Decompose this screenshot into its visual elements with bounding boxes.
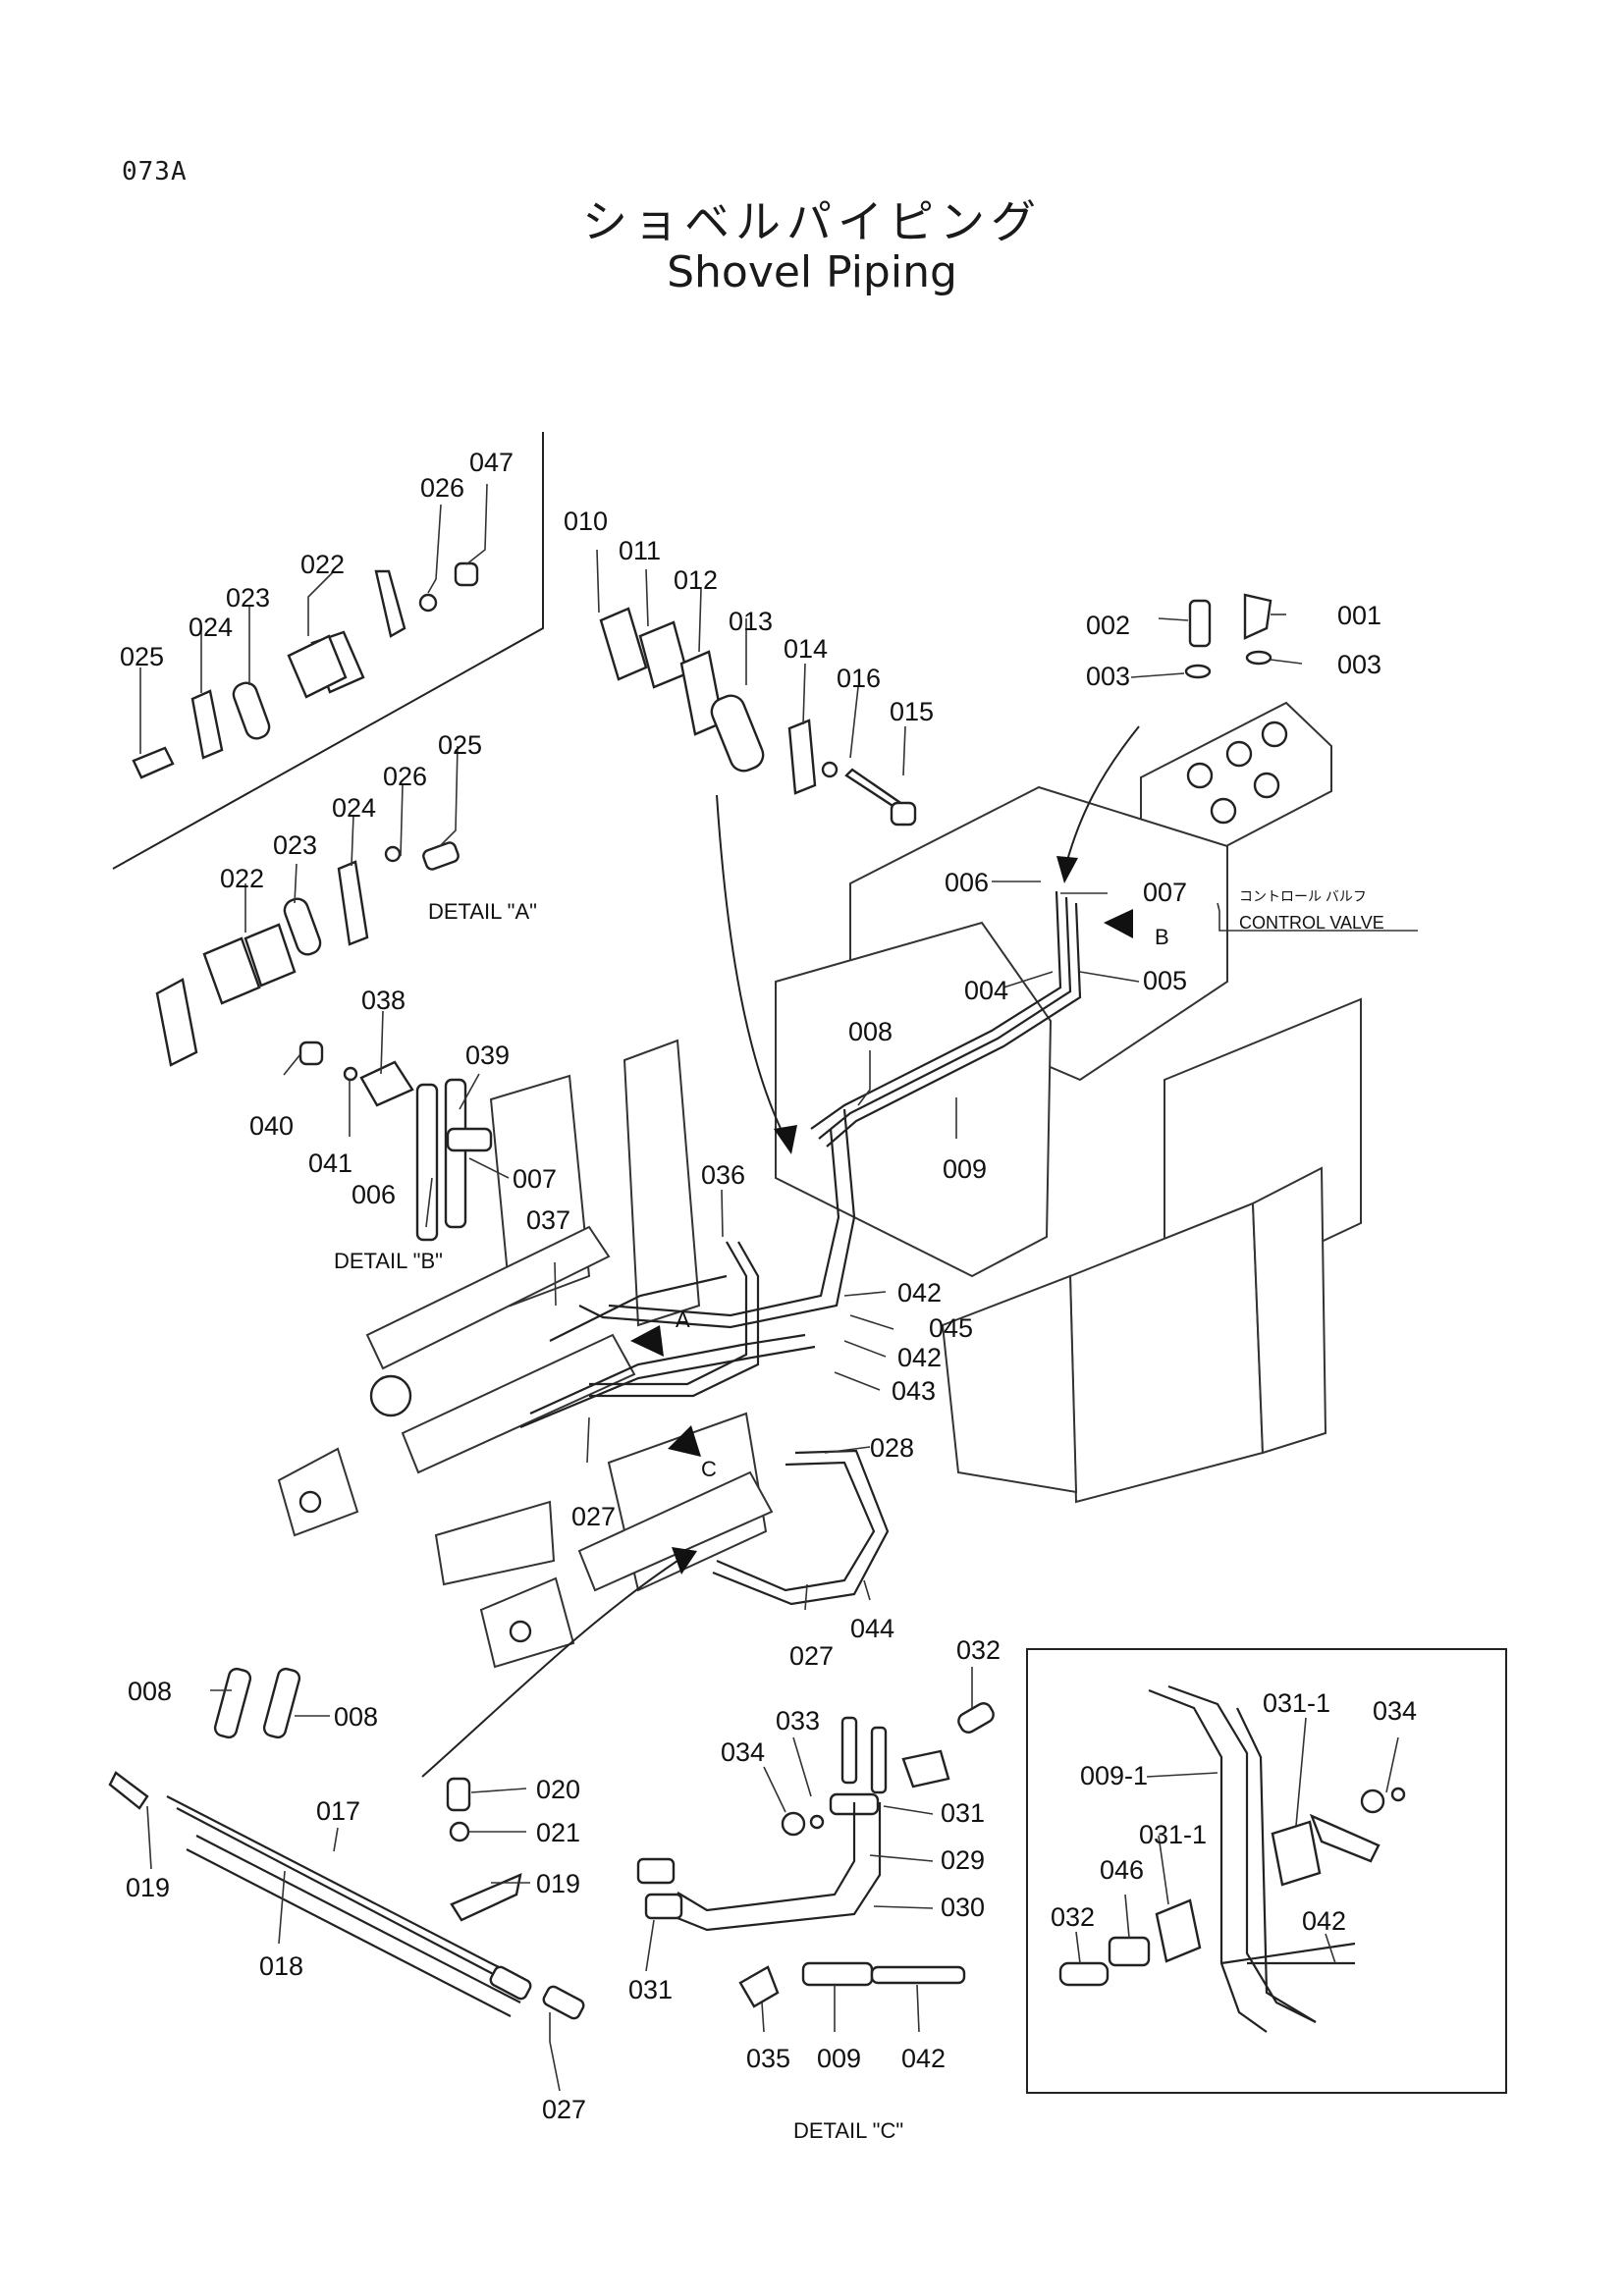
callout-034: 034 xyxy=(1373,1696,1417,1726)
callout-023: 023 xyxy=(273,830,317,860)
callout-009: 009 xyxy=(817,2044,861,2073)
callout-042: 042 xyxy=(897,1278,942,1308)
callout-034: 034 xyxy=(721,1737,765,1767)
captions: DETAIL "A" DETAIL "B" DETAIL "C" コントロール … xyxy=(334,888,1384,2143)
callout-022: 022 xyxy=(220,864,264,893)
callout-008: 008 xyxy=(334,1702,378,1732)
callout-027: 027 xyxy=(789,1641,834,1671)
view-marker-a: A xyxy=(676,1308,690,1332)
callout-027: 027 xyxy=(571,1502,616,1531)
callout-021: 021 xyxy=(536,1818,580,1847)
callout-031-1: 031-1 xyxy=(1139,1820,1207,1849)
callout-017: 017 xyxy=(316,1796,360,1826)
callout-031: 031 xyxy=(628,1975,673,2004)
page-code: 073A xyxy=(122,157,188,187)
caption-detail-b: DETAIL "B" xyxy=(334,1249,443,1273)
caption-detail-a: DETAIL "A" xyxy=(428,899,537,924)
view-marker-b: B xyxy=(1155,925,1169,949)
callout-016: 016 xyxy=(837,664,881,693)
callout-038: 038 xyxy=(361,986,406,1015)
callout-026: 026 xyxy=(420,473,464,503)
callout-036: 036 xyxy=(701,1160,745,1190)
callout-032: 032 xyxy=(956,1635,1001,1665)
callout-042: 042 xyxy=(901,2044,946,2073)
leader-lines xyxy=(139,483,1418,2092)
callout-012: 012 xyxy=(674,565,718,595)
callout-033: 033 xyxy=(776,1706,820,1735)
callout-015: 015 xyxy=(890,697,934,726)
callout-008: 008 xyxy=(848,1017,893,1046)
callout-024: 024 xyxy=(332,793,376,823)
caption-detail-c: DETAIL "C" xyxy=(793,2118,903,2143)
callout-045: 045 xyxy=(929,1313,973,1343)
callout-003: 003 xyxy=(1337,650,1381,679)
callout-014: 014 xyxy=(784,634,828,664)
callout-011: 011 xyxy=(619,536,661,565)
callout-044: 044 xyxy=(850,1614,894,1643)
callout-002: 002 xyxy=(1086,611,1130,640)
callout-030: 030 xyxy=(941,1893,985,1922)
callout-005: 005 xyxy=(1143,966,1187,995)
detail-b-parts xyxy=(298,1041,493,1242)
callout-043: 043 xyxy=(892,1376,936,1406)
callout-031: 031 xyxy=(941,1798,985,1828)
callout-042: 042 xyxy=(1302,1906,1346,1936)
detail-box-lower-right xyxy=(1026,1648,1507,2094)
callout-004: 004 xyxy=(964,976,1008,1005)
callout-025: 025 xyxy=(120,642,164,671)
callout-023: 023 xyxy=(226,583,270,613)
detail-a-separator xyxy=(112,432,544,870)
detail-a-upper-clamp-parts xyxy=(132,561,479,779)
callout-046: 046 xyxy=(1100,1855,1144,1885)
callout-022: 022 xyxy=(300,550,345,579)
callout-009-1: 009-1 xyxy=(1080,1761,1148,1790)
callout-labels: 047 026 022 023 024 025 010 011 012 013 … xyxy=(120,448,1417,2124)
exploded-clamp-bolt-010-016 xyxy=(599,607,917,827)
title-english: Shovel Piping xyxy=(667,247,957,297)
callout-006: 006 xyxy=(945,868,989,897)
callout-032: 032 xyxy=(1051,1902,1095,1932)
callout-019: 019 xyxy=(126,1873,170,1902)
pipe-assembly-017-018 xyxy=(108,1667,585,2020)
callout-026: 026 xyxy=(383,762,427,791)
callout-007: 007 xyxy=(1143,878,1187,907)
callout-029: 029 xyxy=(941,1845,985,1875)
callout-040: 040 xyxy=(249,1111,294,1141)
callout-019: 019 xyxy=(536,1869,580,1898)
callout-042: 042 xyxy=(897,1343,942,1372)
callout-009: 009 xyxy=(943,1154,987,1184)
hydraulic-piping xyxy=(519,890,1082,1606)
callout-037: 037 xyxy=(526,1205,570,1235)
title-japanese: ショベルパイピング xyxy=(582,195,1042,248)
callout-010: 010 xyxy=(564,507,608,536)
callout-047: 047 xyxy=(469,448,514,477)
callout-020: 020 xyxy=(536,1775,580,1804)
callout-018: 018 xyxy=(259,1951,303,1981)
callout-041: 041 xyxy=(308,1148,352,1178)
callout-008: 008 xyxy=(128,1677,172,1706)
boom-cylinders xyxy=(277,1225,774,1669)
view-marker-c: C xyxy=(701,1457,717,1481)
control-valve-and-fittings xyxy=(1140,593,1332,862)
direction-arrows xyxy=(421,725,1140,1778)
detail-c-assembly xyxy=(636,1702,995,2008)
callout-039: 039 xyxy=(465,1041,510,1070)
callout-027: 027 xyxy=(542,2095,586,2124)
callout-024: 024 xyxy=(189,613,233,642)
callout-031-1: 031-1 xyxy=(1263,1688,1330,1718)
callout-035: 035 xyxy=(746,2044,790,2073)
caption-control-valve-jp: コントロール バルフ xyxy=(1239,888,1367,904)
callout-003: 003 xyxy=(1086,662,1130,691)
callout-006: 006 xyxy=(352,1180,396,1209)
callout-013: 013 xyxy=(729,607,773,636)
callout-007: 007 xyxy=(513,1164,557,1194)
callout-025: 025 xyxy=(438,730,482,760)
callout-028: 028 xyxy=(870,1433,914,1463)
machine-body-outline xyxy=(434,785,1362,1592)
detail-a-lower-clamp-parts xyxy=(155,841,460,1067)
callout-001: 001 xyxy=(1337,601,1381,630)
caption-control-valve-en: CONTROL VALVE xyxy=(1239,913,1384,933)
